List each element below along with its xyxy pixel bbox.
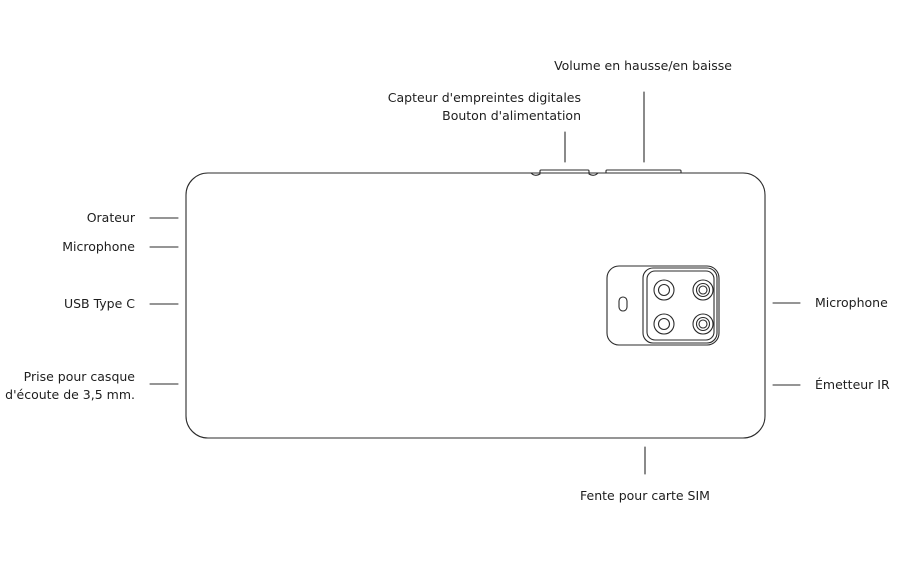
camera-module [606,265,720,346]
camera-lens-3 [653,313,675,335]
fingerprint-power-button [539,169,590,174]
label-volume: Volume en hausse/en baisse [554,58,732,73]
camera-lens-1 [653,279,675,301]
label-speaker: Orateur [86,210,135,225]
label-jack-line2: d'écoute de 3,5 mm. [5,387,135,402]
camera-lens-2 [692,279,714,301]
label-mic-right: Microphone [815,295,888,310]
camera-lens-4 [692,313,714,335]
label-power: Bouton d'alimentation [442,108,581,123]
camera-lens-block [642,267,718,344]
notch [530,172,599,176]
flash-icon [618,296,628,312]
phone-body [185,172,766,439]
label-usb: USB Type C [63,296,135,311]
label-mic-left: Microphone [62,239,135,254]
label-ir: Émetteur IR [815,377,890,392]
volume-button [605,169,682,174]
label-fingerprint: Capteur d'empreintes digitales [387,90,581,105]
label-sim: Fente pour carte SIM [580,488,710,503]
label-jack-line1: Prise pour casque [23,369,135,384]
